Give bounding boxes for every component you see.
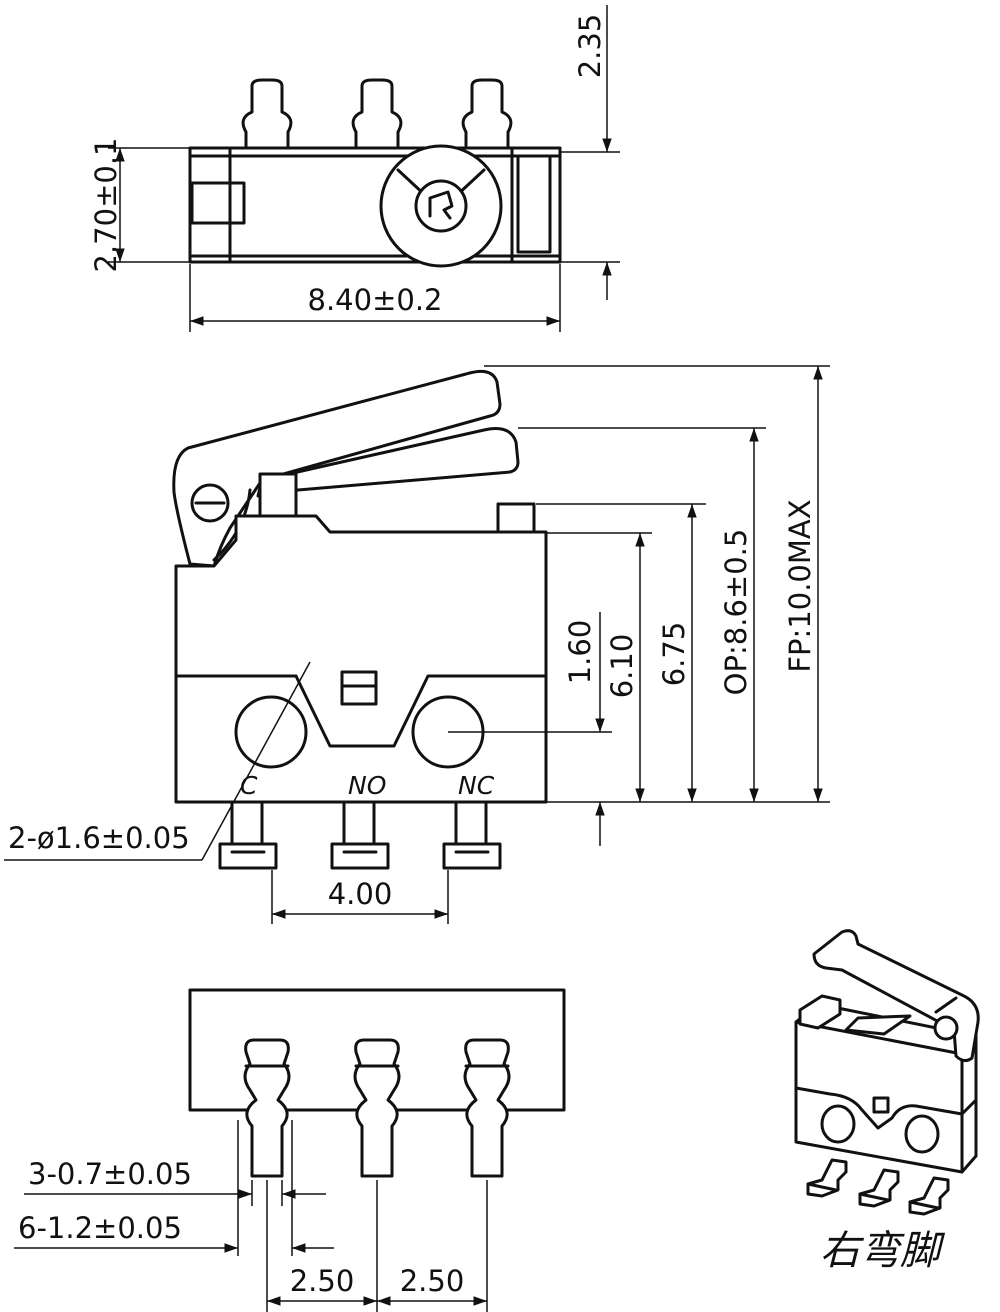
pin-label-no: NO [348,771,386,800]
pitch-right-label: 2.50 [400,1264,465,1298]
height-extension-lines [484,365,830,803]
pin-width-dimension: 3-0.7±0.05 [24,1157,326,1206]
side-view-pins [218,800,502,870]
dim-6-75: 6.75 [657,504,697,802]
dim-1-60: 1.60 [563,612,605,846]
hole-diameter-label: 2-ø1.6±0.05 [8,821,190,855]
pitch-dimensions: 2.50 2.50 [266,1180,488,1312]
side-view: C NO NC 2-ø1.6±0.05 4.00 1.60 [4,365,830,924]
top-width-dimension: 8.40±0.2 [189,264,561,332]
top-view-pins [241,78,513,150]
plunger [258,472,298,524]
top-width-dim-label: 8.40±0.2 [308,283,443,317]
bottom-view-pins [243,1038,511,1178]
top-height-dim-label: 2.70±0.1 [89,138,123,273]
top-pin-extension-dim-label: 2.35 [573,14,607,79]
dim-6-10: 6.10 [605,533,645,802]
dim-6-75-label: 6.75 [657,622,691,687]
lever-arm [172,369,520,568]
dim-op: OP:8.6±0.5 [719,428,759,802]
pitch-left-label: 2.50 [290,1264,355,1298]
iso-view: 右弯脚 [794,929,980,1274]
pin-spacing-dimension: 4.00 [271,870,449,924]
side-view-body [174,514,548,804]
dim-op-label: OP:8.6±0.5 [719,529,753,696]
actuator-bump [496,502,536,534]
pad-width-dimension: 6-1.2±0.05 [14,1120,334,1256]
dim-6-10-label: 6.10 [605,634,639,699]
top-view: 2.70±0.1 8.40±0.2 2.35 [89,5,620,332]
dim-fp-label: FP:10.0MAX [783,499,817,672]
pin-spacing-label: 4.00 [328,877,393,911]
brand-logo-icon [396,168,486,233]
top-height-dimension: 2.70±0.1 [89,138,190,273]
dim-1-60-label: 1.60 [563,620,597,685]
iso-view-caption: 右弯脚 [820,1228,946,1274]
bottom-view: 3-0.7±0.05 6-1.2±0.05 2.50 2.50 [14,988,566,1312]
pad-width-label: 6-1.2±0.05 [18,1211,182,1245]
dim-fp: FP:10.0MAX [783,366,823,802]
top-pin-extension-dimension: 2.35 [560,5,620,300]
pin-label-nc: NC [458,771,495,800]
iso-view-pins [806,1158,950,1216]
hole-diameter-callout: 2-ø1.6±0.05 [4,661,311,861]
pin-label-c: C [240,771,258,800]
pin-width-label: 3-0.7±0.05 [28,1157,192,1191]
